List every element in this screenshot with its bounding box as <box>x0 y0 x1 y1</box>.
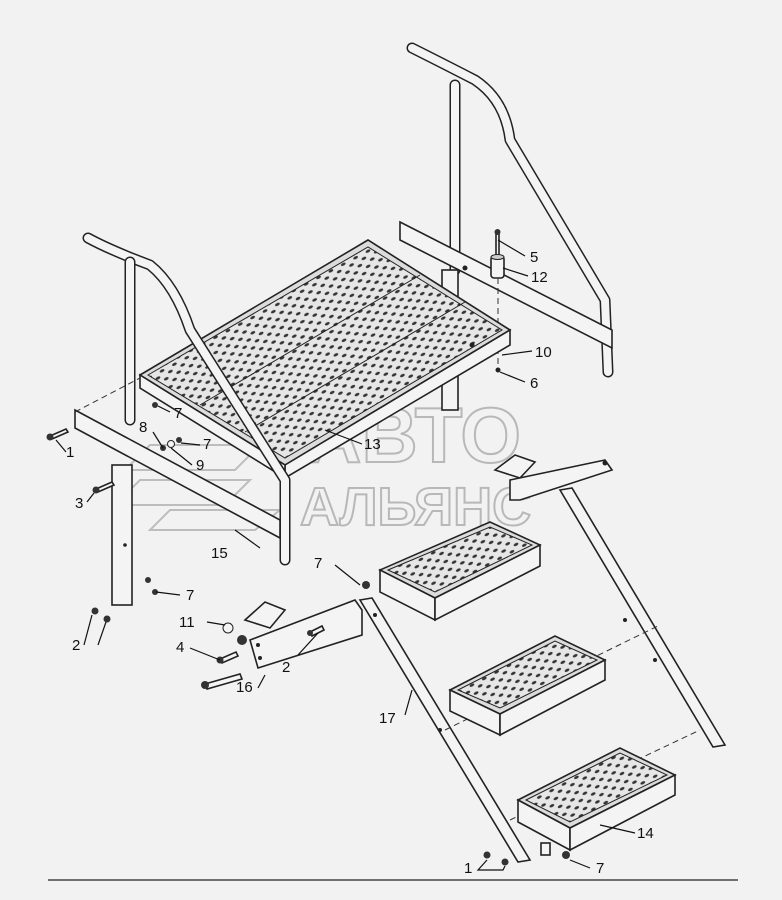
callouts: 1 1 2 2 3 4 5 6 7 7 7 7 7 8 9 10 11 12 1… <box>66 249 654 877</box>
callout-4: 4 <box>176 639 184 656</box>
bolt-1-left <box>46 427 70 441</box>
callout-2-left: 2 <box>72 637 80 654</box>
callout-15: 15 <box>211 545 228 562</box>
callout-3: 3 <box>75 495 83 512</box>
callout-12: 12 <box>531 269 548 286</box>
front-handrail <box>82 232 291 566</box>
bracket-16 <box>243 599 363 670</box>
bolts-4-11 <box>201 622 326 690</box>
washers-8-9 <box>152 402 182 451</box>
step-lower-14 <box>516 747 677 852</box>
callout-7-a: 7 <box>174 405 182 422</box>
callout-7-b: 7 <box>203 436 211 453</box>
callout-5: 5 <box>530 249 538 266</box>
callout-6: 6 <box>530 375 538 392</box>
callout-8: 8 <box>139 419 147 436</box>
callout-7-e: 7 <box>596 860 604 877</box>
callout-13: 13 <box>364 436 381 453</box>
callout-7-c: 7 <box>186 587 194 604</box>
callout-14: 14 <box>637 825 654 842</box>
nut-6 <box>495 367 501 373</box>
bolt-3 <box>92 480 116 494</box>
back-handrail <box>406 42 614 378</box>
callout-16: 16 <box>236 679 253 696</box>
callout-10: 10 <box>535 344 552 361</box>
leader-lines <box>55 239 636 871</box>
side-beam-15 <box>74 408 281 606</box>
callout-2-bracket: 2 <box>282 659 290 676</box>
callout-1-bottom: 1 <box>464 860 472 877</box>
callout-1-left: 1 <box>66 444 74 461</box>
upper-stair-bracket <box>493 454 614 501</box>
bolt-5 <box>494 229 501 259</box>
callout-17: 17 <box>379 710 396 727</box>
callout-7-d: 7 <box>314 555 322 572</box>
callout-9: 9 <box>196 457 204 474</box>
spacer-12 <box>490 254 505 279</box>
step-middle <box>448 635 607 737</box>
assembly-line-a <box>74 377 141 413</box>
step-upper <box>378 521 542 622</box>
bolts-2-left <box>91 577 158 623</box>
callout-11: 11 <box>179 614 195 631</box>
bolts-1-bottom <box>362 581 570 866</box>
